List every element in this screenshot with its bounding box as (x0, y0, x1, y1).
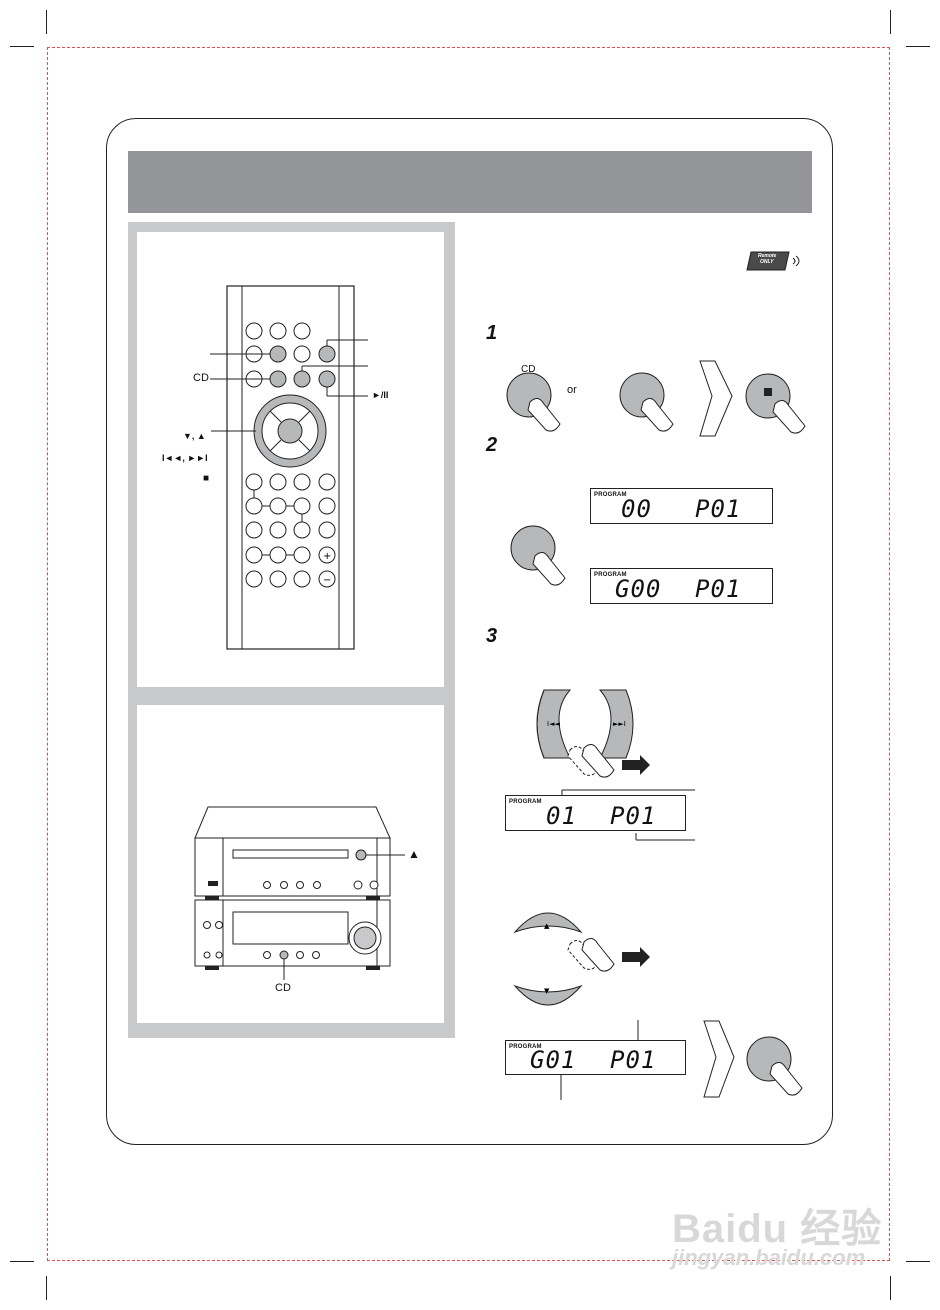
step2-button (510, 525, 566, 586)
remote-play-pause-label: ►/II (372, 390, 389, 400)
remote-prev-next-label: I◄◄, ►►I (162, 453, 208, 463)
crop-mark (890, 1276, 891, 1300)
svg-text:►►I: ►►I (613, 720, 626, 728)
unit-cd-label: CD (275, 982, 291, 994)
svg-text:−: − (323, 575, 331, 586)
crop-mark (10, 46, 34, 47)
display-4-left: G01 (530, 1046, 577, 1074)
step-3-number: 3 (486, 625, 498, 647)
display-4-right: P01 (610, 1046, 657, 1074)
unit-illustration (194, 806, 405, 980)
crop-mark (906, 1261, 930, 1262)
program-display-3: PROGRAM 01 P01 (505, 795, 686, 831)
svg-text:▲: ▲ (544, 922, 550, 930)
display-tag: PROGRAM (509, 1044, 542, 1050)
page-frame (106, 118, 833, 1145)
remote-down-up-label: ▼, ▲ (183, 431, 206, 441)
watermark-url: jingyan.baidu.com (672, 1245, 866, 1270)
crop-mark (46, 1276, 47, 1300)
step1-buttons (506, 360, 806, 437)
badge-line1: Remote (758, 253, 777, 259)
svg-text:I◄◄: I◄◄ (547, 720, 560, 728)
step-1-number: 1 (486, 322, 498, 344)
program-display-4: PROGRAM G01 P01 (505, 1040, 686, 1075)
display-3-right: P01 (610, 802, 657, 830)
crop-mark (906, 46, 930, 47)
trim-border (47, 47, 890, 1261)
display-tag: PROGRAM (509, 799, 542, 805)
program-display-1: PROGRAM 00 P01 (590, 488, 773, 524)
crop-mark (46, 10, 47, 34)
step3-graphics: I◄◄ ►►I ▲ ▼ (513, 689, 803, 1100)
eject-icon: ▲ (408, 847, 420, 861)
crop-mark (10, 1261, 34, 1262)
step1-or-text: or (567, 384, 577, 396)
remote-illustration: + − (210, 285, 368, 650)
header-bar (128, 151, 812, 213)
display-1-right: P01 (695, 495, 742, 523)
crop-mark (890, 10, 891, 34)
display-1-left: 00 (621, 495, 652, 523)
program-display-2: PROGRAM G00 P01 (590, 568, 773, 604)
display-tag: PROGRAM (594, 572, 627, 578)
step1-cd-label: CD (521, 364, 536, 375)
display-tag: PROGRAM (594, 492, 627, 498)
badge-line2: ONLY (760, 259, 774, 265)
step-2-number: 2 (486, 434, 498, 456)
svg-text:▼: ▼ (544, 987, 550, 995)
remote-cd-label: CD (193, 372, 209, 384)
display-2-left: G00 (615, 575, 662, 603)
remote-stop-label: ■ (203, 473, 210, 484)
watermark-brand: Baidu 经验 (672, 1207, 883, 1251)
display-2-right: P01 (695, 575, 742, 603)
remote-only-badge-icon (746, 251, 800, 271)
display-3-left: 01 (546, 802, 577, 830)
svg-text:+: + (323, 551, 331, 562)
